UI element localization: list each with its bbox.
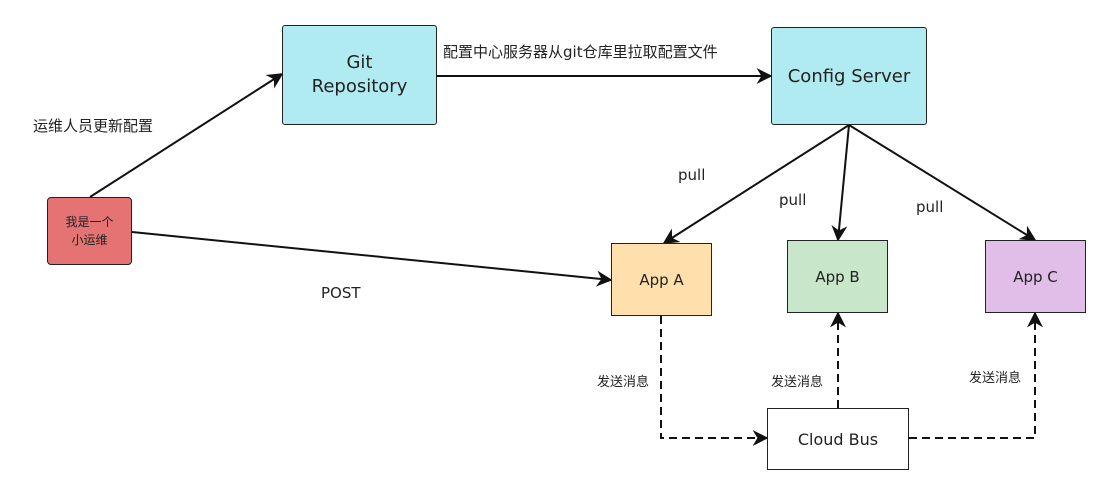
git-repository-line1: Git	[346, 51, 373, 73]
arrow-config-to-app-a	[662, 124, 850, 244]
app-a-label: App A	[639, 270, 684, 289]
arrow-config-to-app-c	[848, 124, 1037, 241]
cloud-bus-node[interactable]: Cloud Bus	[767, 408, 909, 470]
config-server-node[interactable]: Config Server	[771, 27, 927, 125]
app-b-label: App B	[815, 267, 860, 286]
arrow-operator-to-git	[89, 73, 284, 198]
label-pull-c: pull	[916, 198, 944, 216]
arrow-config-to-app-b	[831, 124, 850, 242]
git-repository-line2: Repository	[311, 76, 408, 97]
operator-node[interactable]: 我是一个 小运维	[47, 197, 132, 265]
label-config-pull-from-git: 配置中心服务器从git仓库里拉取配置文件	[443, 43, 718, 61]
label-send-message-c: 发送消息	[969, 371, 1022, 386]
git-repository-node[interactable]: Git Repository	[282, 25, 437, 125]
arrow-operator-to-app-a	[131, 231, 613, 287]
label-send-message-a: 发送消息	[597, 375, 650, 390]
config-server-label: Config Server	[787, 65, 911, 87]
arrow-app-a-to-bus	[660, 316, 769, 446]
arrow-bus-to-app-c	[909, 311, 1043, 439]
app-a-node[interactable]: App A	[611, 243, 712, 316]
label-operator-update-config: 运维人员更新配置	[33, 117, 154, 135]
app-c-label: App C	[1013, 267, 1058, 286]
app-b-node[interactable]: App B	[787, 240, 888, 313]
app-c-node[interactable]: App C	[985, 240, 1086, 313]
label-send-message-b: 发送消息	[771, 375, 824, 390]
operator-line1: 我是一个	[65, 215, 114, 229]
cloud-bus-label: Cloud Bus	[797, 429, 879, 449]
label-pull-b: pull	[779, 191, 807, 209]
label-post: POST	[321, 284, 361, 302]
label-pull-a: pull	[678, 166, 706, 184]
operator-line2: 小运维	[71, 233, 108, 247]
